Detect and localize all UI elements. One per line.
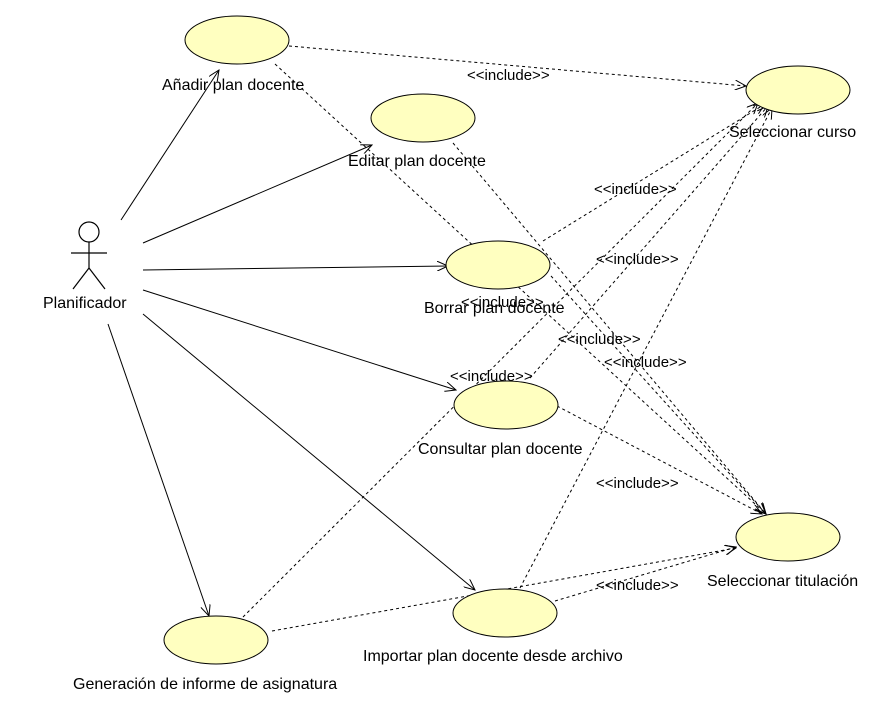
use-case-label: Editar plan docente	[348, 153, 486, 170]
include-label: <<include>>	[596, 475, 679, 492]
associations	[107, 70, 475, 616]
assoc-consultar	[142, 289, 456, 390]
inc-borrar-curso	[542, 104, 765, 242]
assoc-importar	[142, 313, 475, 590]
use-case-label: Añadir plan docente	[162, 77, 304, 94]
use-case-importar[interactable]	[452, 588, 558, 638]
assoc-borrar	[142, 266, 448, 270]
include-label: <<include>>	[596, 251, 679, 268]
include-label: <<include>>	[461, 294, 544, 311]
use-case-label: Consultar plan docente	[418, 441, 583, 458]
use-case-label: Generación de informe de asignatura	[73, 676, 337, 693]
use-case-borrar[interactable]	[445, 240, 551, 290]
use-cases	[163, 15, 851, 665]
actor-label: Planificador	[43, 295, 127, 312]
inc-importar-titulacion	[554, 547, 736, 602]
use-case-label: Importar plan docente desde archivo	[363, 648, 623, 665]
include-label: <<include>>	[604, 354, 687, 371]
use-case-label: Seleccionar titulación	[707, 573, 858, 590]
inc-consultar-curso	[529, 106, 768, 379]
include-labels: <<include>> <<include>> <<include>> <<in…	[450, 67, 687, 594]
use-case-editar[interactable]	[370, 93, 476, 143]
inc-editar-titulacion	[452, 142, 766, 514]
use-case-label: Borrar plan docente	[424, 300, 565, 317]
use-case-generacion[interactable]	[163, 615, 269, 665]
actor-head-icon	[78, 221, 100, 243]
use-case-consultar[interactable]	[453, 380, 559, 430]
actor-planificador[interactable]: Planificador	[43, 221, 127, 312]
assoc-anadir	[120, 70, 219, 221]
include-label: <<include>>	[596, 577, 679, 594]
use-case-label: Seleccionar curso	[729, 124, 856, 141]
assoc-generacion	[107, 323, 209, 616]
include-label: <<include>>	[558, 331, 641, 348]
use-case-seleccionar-titulacion[interactable]	[735, 512, 841, 562]
include-dependencies	[242, 45, 772, 632]
include-label: <<include>>	[450, 368, 533, 385]
inc-consultar-titulacion	[556, 405, 762, 514]
inc-anadir-curso	[288, 45, 746, 86]
use-case-anadir[interactable]	[184, 15, 290, 65]
inc-generacion-curso	[242, 103, 758, 618]
assoc-editar	[142, 145, 372, 244]
include-label: <<include>>	[467, 67, 550, 84]
use-case-labels: Añadir plan docente Editar plan docente …	[73, 77, 858, 693]
use-case-seleccionar-curso[interactable]	[745, 65, 851, 115]
inc-importar-curso	[519, 108, 772, 589]
include-label: <<include>>	[594, 181, 677, 198]
